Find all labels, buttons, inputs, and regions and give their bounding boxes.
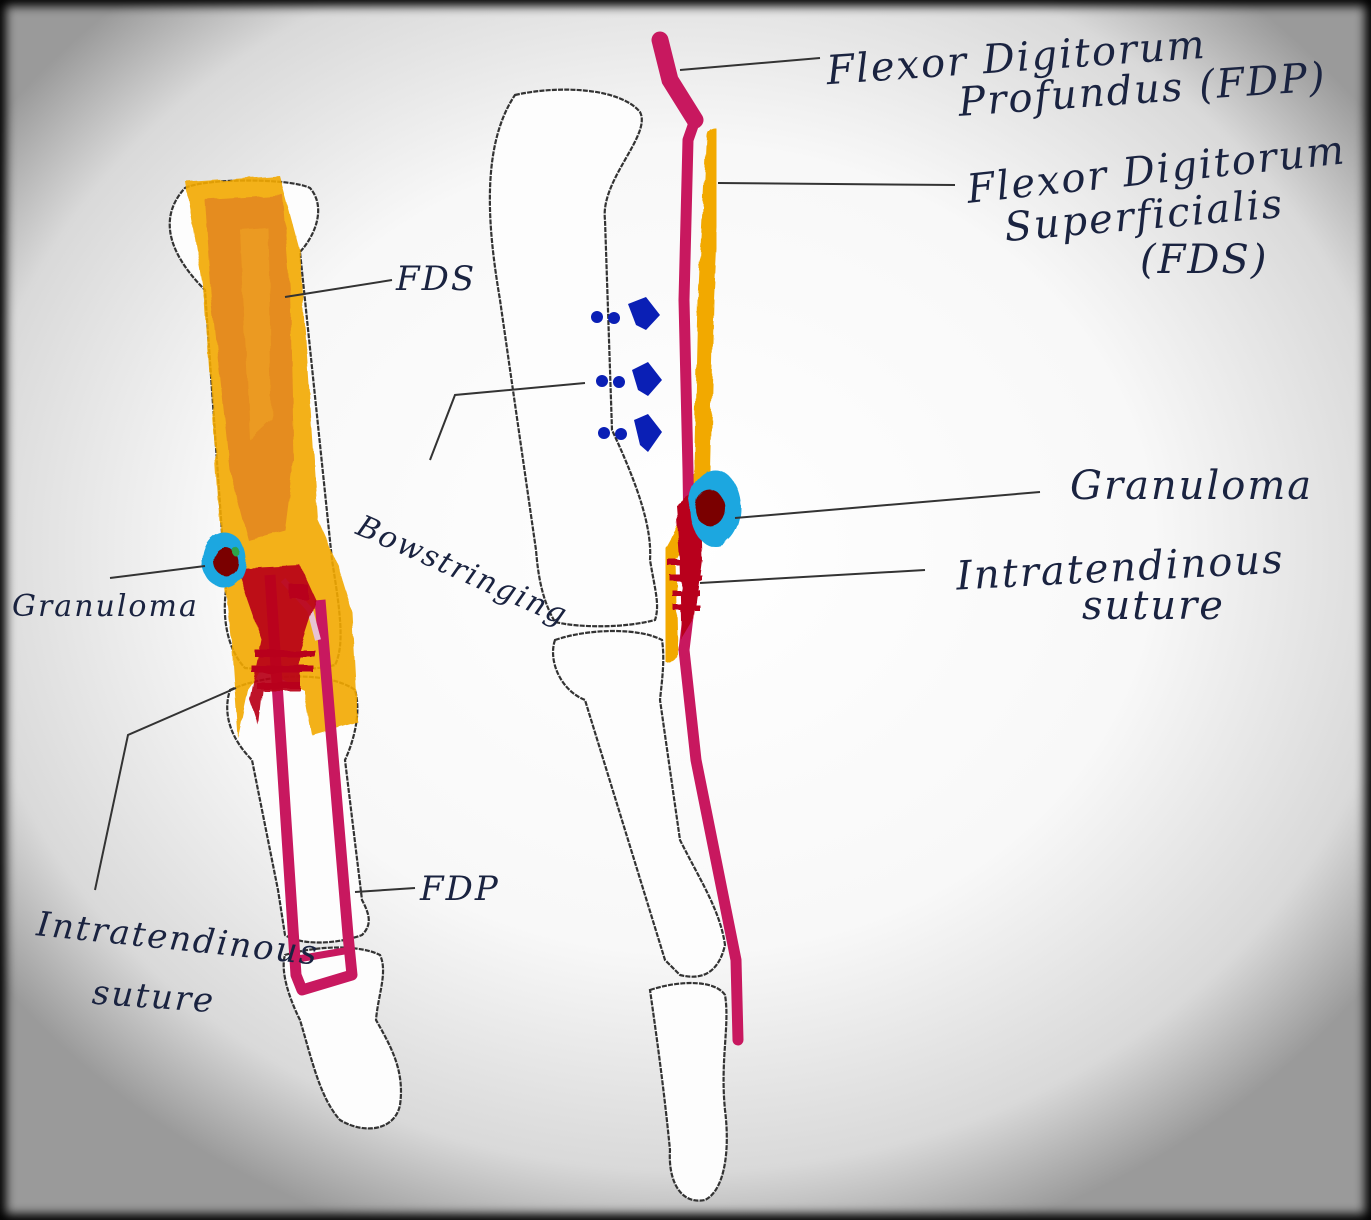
right-finger (490, 40, 741, 1201)
label-granuloma-right: Granuloma (1070, 466, 1313, 506)
label-suture-right-line2: suture (1082, 586, 1225, 626)
label-suture-left-line2: suture (91, 976, 216, 1019)
leader-granuloma-left (110, 566, 205, 578)
leader-granuloma-right (735, 492, 1040, 518)
label-fds-short: FDS (396, 262, 476, 296)
leader-suture-right (700, 570, 925, 583)
right-distal-phalanx (650, 983, 727, 1201)
label-granuloma-left: Granuloma (12, 592, 199, 622)
left-granuloma (202, 532, 246, 588)
right-granuloma (689, 470, 741, 546)
right-proximal-phalanx (490, 90, 657, 627)
label-fdp-short: FDP (420, 872, 500, 906)
label-fds-full-line3: (FDS) (1140, 240, 1268, 280)
leader-suture-left (95, 688, 236, 890)
leader-fds-full (718, 183, 955, 185)
leader-fdp-full (680, 58, 820, 70)
leader-fdp-short (355, 888, 415, 892)
